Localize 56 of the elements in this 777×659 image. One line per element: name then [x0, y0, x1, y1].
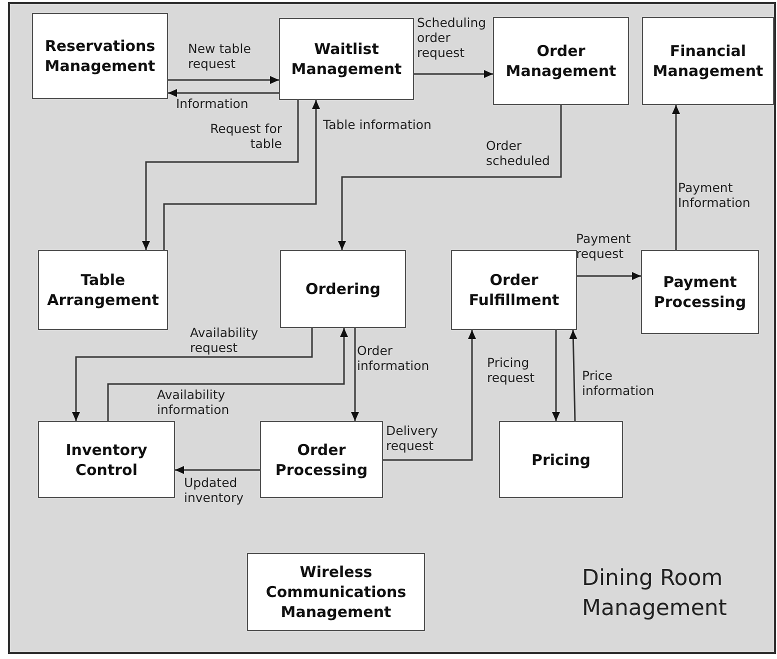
box-title: Order Fulfillment: [468, 270, 560, 310]
edge-label: Order information: [357, 343, 430, 373]
edge-label: Information: [176, 96, 250, 111]
arrow: [175, 466, 260, 474]
box-title: Order Management: [504, 41, 618, 81]
arrow: [414, 70, 493, 78]
process-box: [38, 250, 168, 330]
edge-label: Request for table: [209, 121, 282, 151]
edge-label: Order scheduled: [486, 138, 551, 168]
edge-label: Availability information: [157, 387, 230, 417]
process-box: [279, 18, 414, 100]
edge-label: Pricing request: [487, 355, 536, 385]
arrow: [107, 328, 348, 421]
box-title: Financial Management: [652, 41, 764, 81]
arrow: [72, 328, 313, 421]
process-box: [280, 250, 406, 328]
edge-label: Delivery request: [386, 423, 439, 453]
box-title: Ordering: [305, 279, 380, 299]
arrow: [168, 76, 279, 84]
arrow: [577, 272, 641, 280]
box-title: Inventory Control: [64, 440, 148, 480]
process-box: [641, 250, 759, 334]
box-title: Payment Processing: [652, 272, 748, 312]
arrow: [552, 330, 560, 421]
arrow: [142, 100, 299, 250]
box-title: Reservations Management: [44, 36, 156, 76]
process-box: [642, 17, 774, 105]
edge-label: Price information: [582, 368, 656, 398]
process-box: [32, 13, 168, 99]
edge-label: Scheduling order request: [417, 15, 488, 60]
arrow: [569, 330, 578, 422]
edge-label: Table information: [323, 117, 432, 132]
process-box: [247, 553, 425, 631]
edge-label: Updated inventory: [184, 475, 244, 505]
box-title: Order Processing: [274, 440, 369, 480]
box-title: Table Arrangement: [46, 270, 160, 310]
box-title: Waitlist Management: [290, 39, 403, 79]
arrow: [351, 328, 359, 421]
process-box: [38, 421, 175, 498]
box-title: Pricing: [532, 450, 590, 470]
arrow: [672, 105, 680, 250]
process-box: [493, 17, 629, 105]
panel-background: [8, 2, 776, 654]
arrow: [338, 105, 562, 250]
process-box: [260, 421, 383, 498]
panel-title: Dining Room Management: [582, 565, 728, 623]
edge-label: Payment request: [576, 231, 632, 261]
arrow: [163, 100, 320, 250]
arrow: [383, 330, 476, 461]
edge-label: New table request: [188, 41, 252, 71]
edge-label: Payment Information: [678, 180, 752, 210]
process-box: [451, 250, 577, 330]
arrow: [168, 89, 279, 97]
box-title: Wireless Communications Management: [264, 562, 408, 622]
process-box: [499, 421, 623, 498]
edge-label: Availability request: [190, 325, 260, 355]
